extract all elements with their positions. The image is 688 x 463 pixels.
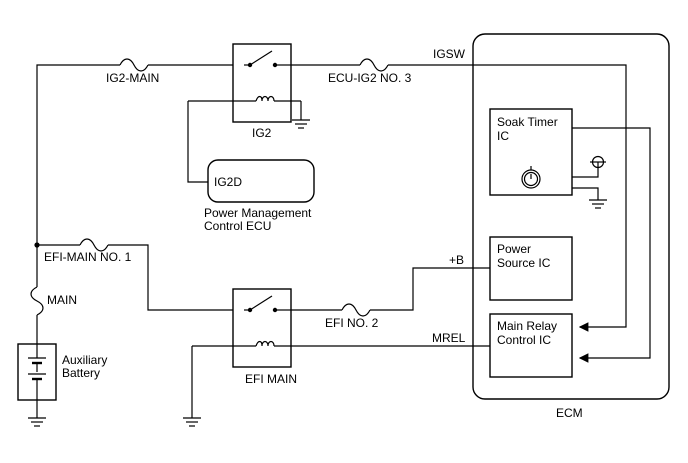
fuse-ig2-main — [119, 58, 149, 72]
wire-efi-main-in — [108, 244, 244, 311]
wire-igsw — [388, 64, 627, 332]
wire-soak-ground — [572, 187, 599, 200]
efi-main-switch-arm — [249, 295, 273, 311]
fuse-efi-main-no1 — [79, 238, 109, 252]
wire-top-left — [36, 64, 120, 245]
label-soak-line1: Soak Timer — [497, 115, 558, 129]
label-ps-line2: Source IC — [497, 256, 551, 270]
label-ecm: ECM — [556, 406, 583, 420]
wire-plus-b — [370, 267, 490, 311]
wire-soak-to-mainrelay — [572, 127, 651, 363]
efi-main-relay-box — [232, 288, 292, 368]
label-ecu-ig2-no3: ECU-IG2 NO. 3 — [328, 71, 412, 85]
label-mr-line1: Main Relay — [497, 319, 557, 333]
label-main-fuse: MAIN — [47, 293, 77, 307]
soak-ground-icon — [589, 199, 607, 209]
ig2-switch-arm — [249, 50, 273, 66]
wire-ig2d — [187, 101, 208, 183]
efi-main-coil — [255, 340, 275, 347]
label-battery-line1: Auxiliary — [62, 353, 107, 367]
battery-ground-icon — [28, 417, 46, 427]
efi-main-ground-icon — [183, 417, 201, 427]
label-ig2-main: IG2-MAIN — [106, 71, 159, 85]
label-efi-main: EFI MAIN — [245, 372, 297, 386]
fuse-efi-no2 — [341, 303, 371, 317]
sensor-terminal-icon — [590, 155, 606, 169]
label-ig2: IG2 — [252, 126, 272, 140]
fuse-main — [30, 286, 44, 316]
ig2-ground-icon — [292, 119, 310, 129]
label-mr-line2: Control IC — [497, 333, 551, 347]
label-efi-main-no1: EFI-MAIN NO. 1 — [44, 250, 132, 264]
power-management-ecu-box — [207, 159, 315, 203]
label-mrel: MREL — [432, 331, 466, 345]
label-efi-no2: EFI NO. 2 — [325, 316, 379, 330]
ig2-coil — [255, 95, 275, 102]
label-ps-line1: Power — [497, 242, 531, 256]
label-pm-line1: Power Management — [204, 206, 312, 220]
soak-timer-ic-box — [489, 108, 573, 196]
label-battery-line2: Battery — [62, 366, 100, 380]
fuse-ecu-ig2-no3 — [359, 58, 389, 72]
label-igsw: IGSW — [433, 47, 466, 61]
label-ig2d: IG2D — [214, 175, 242, 189]
power-source-ic-box — [489, 236, 573, 301]
stopwatch-icon — [521, 166, 541, 189]
label-plus-b: +B — [449, 253, 464, 267]
main-relay-control-ic-box — [489, 313, 573, 378]
label-pm-line2: Control ECU — [204, 219, 271, 233]
ig2-relay-box — [232, 43, 292, 123]
label-soak-line2: IC — [497, 129, 509, 143]
